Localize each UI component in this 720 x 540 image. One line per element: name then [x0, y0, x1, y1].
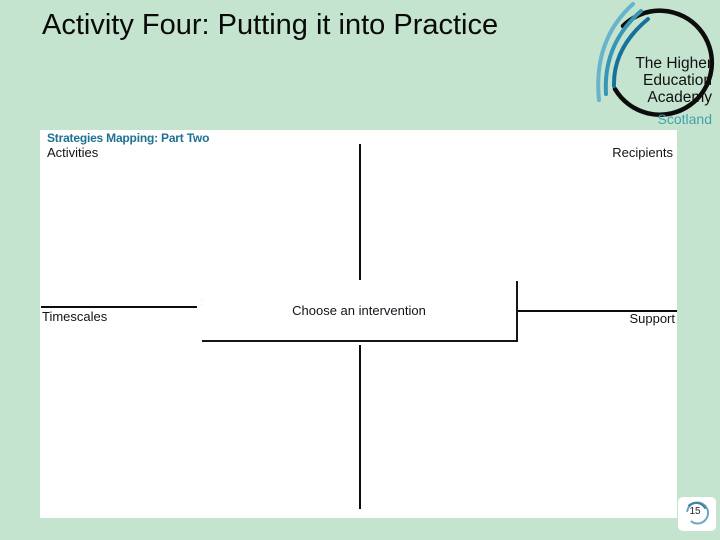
center-intervention-box: Choose an intervention: [202, 281, 518, 342]
axis-horizontal-line-right: [518, 310, 677, 312]
center-box-label: Choose an intervention: [292, 303, 426, 318]
logo-text-line2: Education: [643, 72, 712, 89]
logo-text-line3: Academy: [647, 89, 712, 106]
hea-logo-graphic: The Higher Education Academy Scotland: [596, 2, 715, 127]
logo-swoosh-outer-icon: [596, 2, 635, 102]
logo-swoosh-middle-icon: [603, 9, 643, 96]
axis-vertical-line-bottom: [359, 345, 361, 509]
logo-circle-arc-icon: [612, 8, 715, 117]
quadrant-label-recipients: Recipients: [612, 145, 673, 160]
logo-text-line1: The Higher: [635, 55, 712, 72]
page-number: 15: [689, 506, 701, 517]
slide-title: Activity Four: Putting it into Practice: [42, 9, 499, 41]
logo-swoosh-inner-icon: [611, 17, 650, 88]
page-number-badge: 15: [678, 497, 716, 531]
page-badge-arc-icon: [686, 501, 710, 525]
diagram-heading: Strategies Mapping: Part Two: [47, 131, 210, 145]
logo-region-label: Scotland: [658, 111, 712, 127]
quadrant-label-activities: Activities: [47, 145, 99, 160]
quadrant-label-support: Support: [629, 311, 675, 326]
hea-scotland-logo: The Higher Education Academy Scotland: [585, 0, 717, 128]
quadrant-label-timescales: Timescales: [42, 309, 108, 324]
diagram-panel: Strategies Mapping: Part Two Activities …: [40, 130, 677, 518]
axis-horizontal-line-left: [41, 306, 197, 308]
axis-vertical-line-top: [359, 144, 361, 280]
